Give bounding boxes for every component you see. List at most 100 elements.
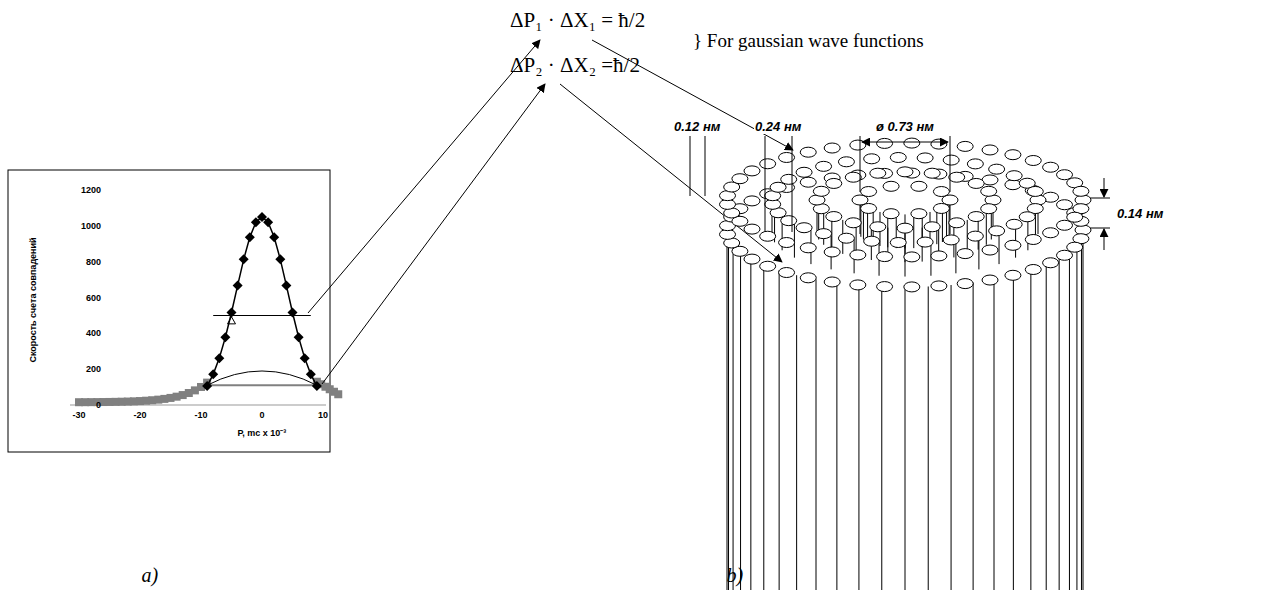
atom-bead: [838, 157, 854, 167]
atom-bead: [1025, 234, 1041, 244]
tube-wall-line: [727, 230, 728, 590]
atom-bead: [957, 141, 973, 151]
atom-bead: [1057, 250, 1073, 260]
tick-label: 0: [96, 400, 101, 410]
data-diamond: [202, 381, 212, 391]
half-height-line: [213, 315, 311, 316]
data-diamond: [312, 381, 322, 391]
atom-bead: [800, 147, 816, 157]
tube-wall-line: [986, 211, 987, 245]
atom-bead: [744, 166, 760, 176]
atom-bead: [924, 222, 940, 232]
atom-bead: [931, 281, 947, 291]
data-diamond: [233, 281, 243, 291]
tube-wall-line: [905, 287, 906, 590]
data-diamond: [245, 232, 255, 242]
tube-wall-line: [816, 279, 817, 590]
data-diamond: [239, 254, 249, 264]
data-diamond: [306, 369, 316, 379]
atom-bead: [981, 186, 997, 196]
atom-bead: [982, 275, 998, 285]
tube-wall-line: [881, 286, 882, 590]
dimension-lines: [690, 136, 1110, 250]
tick-label: 800: [86, 257, 101, 267]
data-diamond: [227, 307, 237, 317]
tick-label: -20: [134, 410, 147, 420]
atom-bead: [924, 168, 940, 178]
tick-label: 10: [318, 410, 328, 420]
atom-bead: [911, 181, 927, 191]
atom-bead: [890, 238, 906, 248]
leader-line: [560, 84, 782, 262]
atom-bead: [931, 251, 947, 261]
atom-bead: [1006, 219, 1022, 229]
tick-label: -10: [195, 410, 208, 420]
atom-bead: [796, 223, 812, 233]
dimension-label: 0.12 нм: [673, 119, 721, 134]
panel-label: a): [142, 564, 159, 587]
dimension-label: ø 0.73 нм: [875, 119, 935, 134]
atom-bead: [957, 249, 973, 259]
tube-wall-line: [823, 211, 824, 245]
atom-bead: [982, 245, 998, 255]
tube-wall-line: [1083, 230, 1084, 590]
atom-bead: [877, 282, 893, 292]
fit-curve: [207, 371, 317, 385]
atom-bead: [968, 212, 984, 222]
atom-bead: [968, 178, 984, 188]
atom-bead: [1005, 150, 1021, 160]
atom-bead: [744, 254, 760, 264]
tick-label: 600: [86, 293, 101, 303]
data-diamond: [300, 353, 310, 363]
level-line: [207, 384, 317, 386]
atom-bead: [744, 196, 760, 206]
atom-bead: [989, 226, 1005, 236]
atom-bead: [861, 187, 877, 197]
atom-bead: [732, 174, 748, 184]
atom-bead: [845, 218, 861, 228]
data-diamond: [281, 281, 291, 291]
axis-title: Скорость счета совпадений: [27, 237, 37, 362]
tube-wall-line: [1030, 270, 1031, 590]
atom-bead: [779, 238, 795, 248]
atom-bead: [850, 250, 866, 260]
tick-label: 1200: [81, 185, 101, 195]
tick-label: 400: [86, 328, 101, 338]
atom-bead: [917, 153, 933, 163]
tick-label: -30: [73, 410, 86, 420]
atom-bead: [897, 223, 913, 233]
atom-bead: [1043, 162, 1059, 172]
tube-wall-line: [733, 245, 734, 590]
atom-bead: [897, 167, 913, 177]
atom-bead: [1073, 186, 1089, 196]
atom-bead: [1043, 258, 1059, 268]
atom-bead: [760, 231, 776, 241]
data-diamond: [275, 254, 285, 264]
atom-bead: [760, 261, 776, 271]
tube-wall-line: [728, 237, 729, 590]
atom-bead: [989, 164, 1005, 174]
atom-bead: [800, 273, 816, 283]
atom-bead: [1025, 264, 1041, 274]
atom-bead: [864, 154, 880, 164]
atom-bead: [933, 187, 949, 197]
nanotube-drawing: [720, 138, 1091, 590]
data-line: [207, 217, 317, 386]
data-diamond: [263, 217, 273, 227]
atom-bead: [911, 209, 927, 219]
atom-bead: [744, 224, 760, 234]
tube-wall-line: [750, 258, 751, 590]
atom-bead: [1005, 180, 1021, 190]
atom-bead: [1005, 270, 1021, 280]
atom-bead: [931, 139, 947, 149]
atom-bead: [1019, 212, 1035, 222]
atom-bead: [796, 167, 812, 177]
tube-wall-line: [1046, 265, 1047, 590]
atom-bead: [967, 159, 983, 169]
atom-bead: [824, 247, 840, 257]
bracket-note: } For gaussian wave functions: [693, 30, 924, 52]
tube-wall-line: [1059, 258, 1060, 590]
atom-bead: [824, 143, 840, 153]
atom-bead: [949, 172, 965, 182]
data-diamond: [214, 353, 224, 363]
